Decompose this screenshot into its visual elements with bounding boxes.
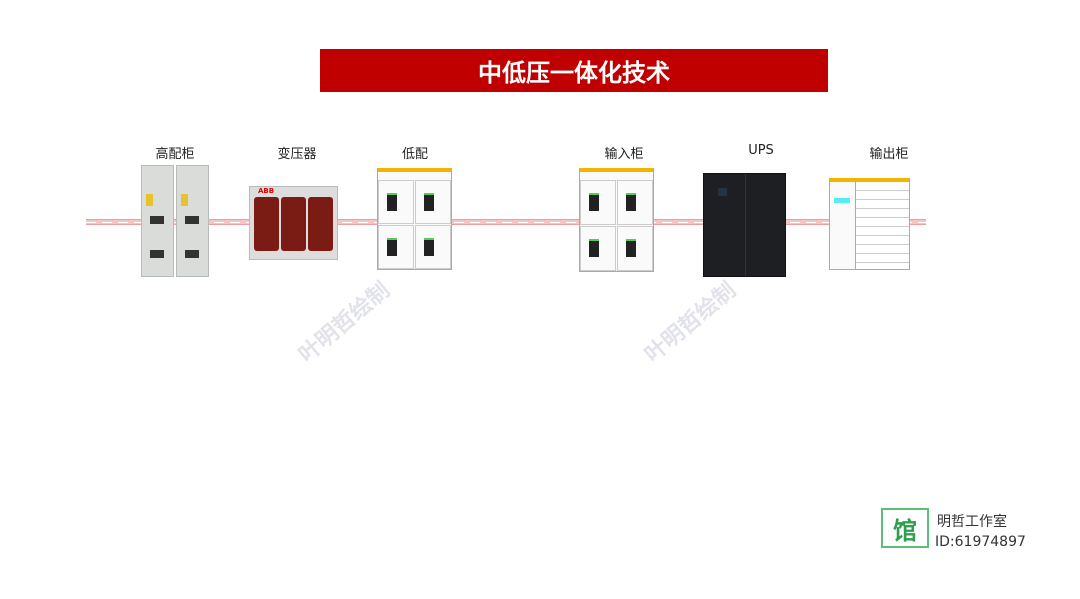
label-hv-cabinet: 高配柜 [155,147,195,162]
label-input-cabinet: 输入柜 [604,147,644,162]
label-transformer: 变压器 [277,147,317,162]
input-cabinet-image [579,168,654,272]
label-ups: UPS [748,143,774,158]
label-output-cabinet: 输出柜 [869,147,909,162]
output-cabinet-image [829,178,910,270]
studio-logo: 馆 [881,508,929,548]
label-lv-cabinet: 低配 [401,147,429,162]
transformer-brand: ABB [258,187,275,195]
studio-id: ID:61974897 [935,534,1026,550]
power-bus-line [86,219,926,225]
ups-image [703,173,786,277]
transformer-image: ABB [249,186,338,260]
studio-name: 明哲工作室 [937,514,1007,530]
hv-cabinet-image [141,165,209,277]
page-title: 中低压一体化技术 [320,49,828,92]
lv-cabinet-image [377,168,452,270]
watermark: 叶明哲绘制 [640,277,741,368]
watermark: 叶明哲绘制 [294,277,395,368]
